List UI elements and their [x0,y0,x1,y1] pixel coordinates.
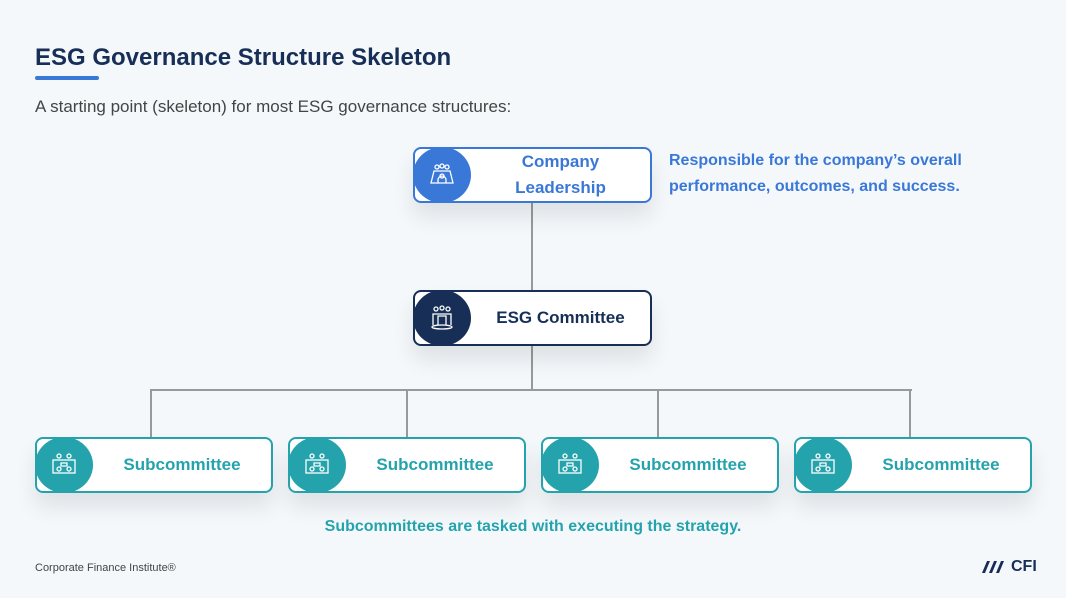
subcommittee-node: Subcommittee [35,437,273,493]
title-underline [35,76,99,80]
meeting-icon [541,437,599,493]
subcommittee-node: Subcommittee [794,437,1032,493]
cfi-logo: CFI [981,558,1037,576]
note-line: Responsible for the company’s overall [669,152,962,169]
connector [150,389,912,391]
subcommittee-node: Subcommittee [541,437,779,493]
meeting-icon [794,437,852,493]
connector [406,389,408,437]
esg-committee-node: ESG Committee [413,290,652,346]
subcommittee-label: Subcommittee [376,455,494,474]
subcommittee-label: Subcommittee [629,455,747,474]
logo-text: CFI [1011,558,1037,575]
cfi-logo-icon [982,561,1004,573]
connector [531,346,533,390]
connector [531,202,533,290]
footer-text: Corporate Finance Institute® [35,562,176,574]
connector [150,389,152,437]
leadership-label-line2: Leadership [515,178,606,197]
connector [657,389,659,437]
leadership-label-line1: Company [521,152,600,171]
subtitle: A starting point (skeleton) for most ESG… [35,97,512,116]
connector [909,389,911,437]
group-icon [413,290,471,346]
subcommittee-label: Subcommittee [123,455,241,474]
leadership-note: Responsible for the company’s overall per… [669,148,962,200]
meeting-icon [35,437,93,493]
subcommittee-node: Subcommittee [288,437,526,493]
page-title: ESG Governance Structure Skeleton [35,44,452,71]
note-line: performance, outcomes, and success. [669,178,960,195]
boardroom-icon [413,147,471,203]
esg-committee-label: ESG Committee [496,308,625,327]
meeting-icon [288,437,346,493]
subcommittee-label: Subcommittee [882,455,1000,474]
subcommittee-note: Subcommittees are tasked with executing … [324,518,742,535]
